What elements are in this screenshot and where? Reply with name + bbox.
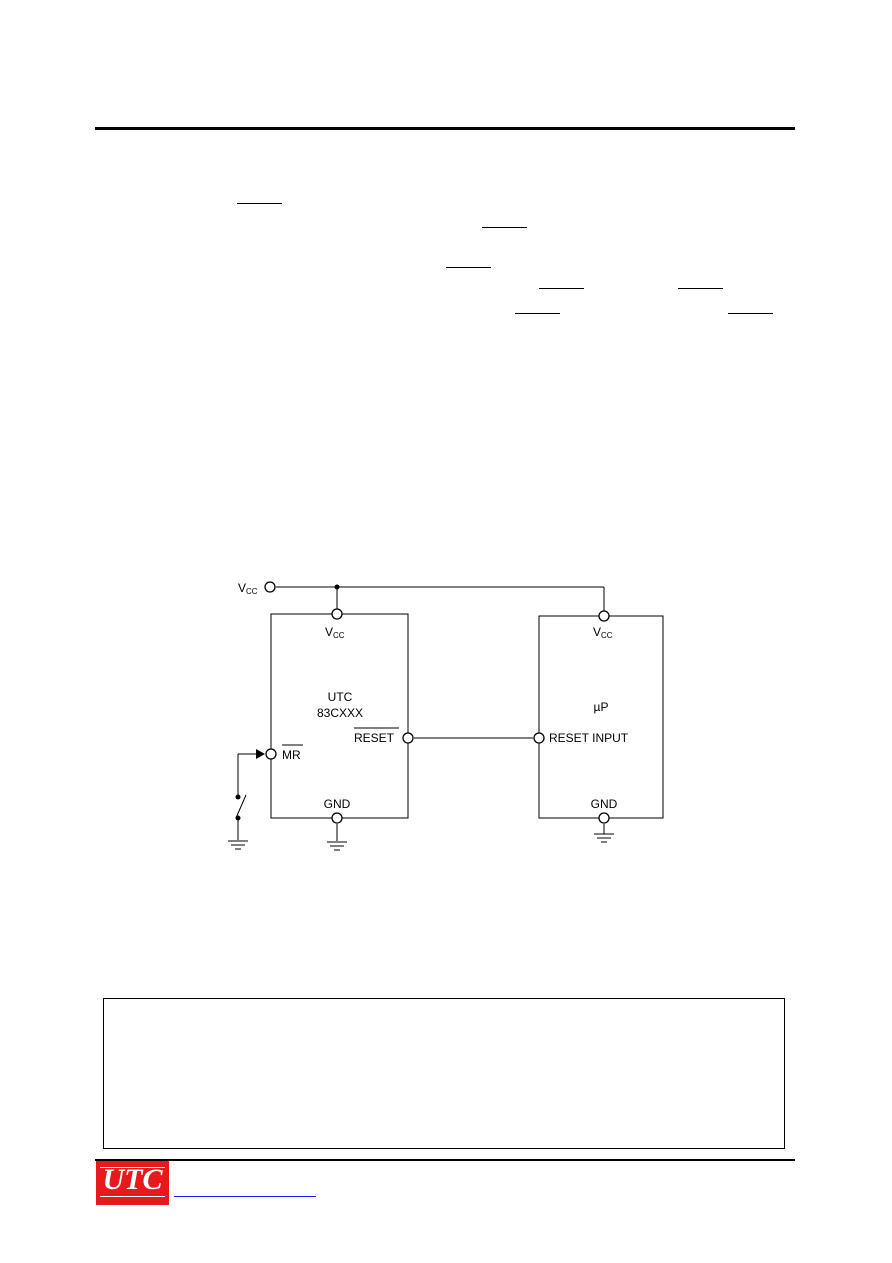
footer-rule: [95, 1159, 795, 1161]
text-overbar: [237, 203, 282, 204]
ground-symbol: [228, 840, 248, 850]
text-overbar: [446, 267, 491, 268]
chip-vcc-label: VCC: [325, 625, 345, 640]
chip-name-line2: 83CXXX: [317, 706, 363, 720]
up-gnd-pin: [598, 812, 610, 824]
text-overbar: [678, 288, 723, 289]
website-link[interactable]: [174, 1196, 316, 1197]
chip-gnd-pin: [331, 812, 343, 824]
disclaimer-box: [103, 998, 785, 1149]
up-reset-input-label: RESET INPUT: [549, 731, 629, 745]
up-reset-pin: [533, 732, 545, 744]
up-vcc-pin: [598, 610, 610, 622]
utc-logo: UTC: [96, 1161, 169, 1205]
header-rule: [95, 127, 795, 130]
text-overbar: [482, 227, 527, 228]
switch-contact: [235, 815, 241, 821]
vcc-input-label: VCC: [238, 581, 258, 596]
switch-contact: [235, 794, 241, 800]
chip-reset-pin: [402, 732, 414, 744]
switch-lever: [235, 794, 247, 819]
text-overbar: [539, 288, 584, 289]
utc-logo-text: UTC: [102, 1163, 163, 1196]
chip-vcc-pin: [331, 608, 343, 620]
text-overbar: [728, 313, 773, 314]
text-overbar: [515, 313, 560, 314]
chip-mr-pin: [265, 748, 277, 760]
chip-name-line1: UTC: [328, 690, 353, 704]
up-gnd-label: GND: [591, 797, 618, 811]
up-name-label: µP: [594, 700, 609, 714]
chip-reset-label: RESET: [354, 731, 395, 745]
vcc-input-pin: [264, 581, 276, 593]
ground-symbol: [327, 841, 347, 851]
mr-arrow: [256, 749, 265, 759]
up-vcc-label: VCC: [593, 625, 613, 640]
ground-symbol: [594, 833, 614, 843]
junction-dot: [334, 584, 340, 590]
chip-mr-label: MR: [282, 748, 301, 762]
chip-gnd-label: GND: [324, 797, 351, 811]
up-box: [538, 615, 664, 819]
